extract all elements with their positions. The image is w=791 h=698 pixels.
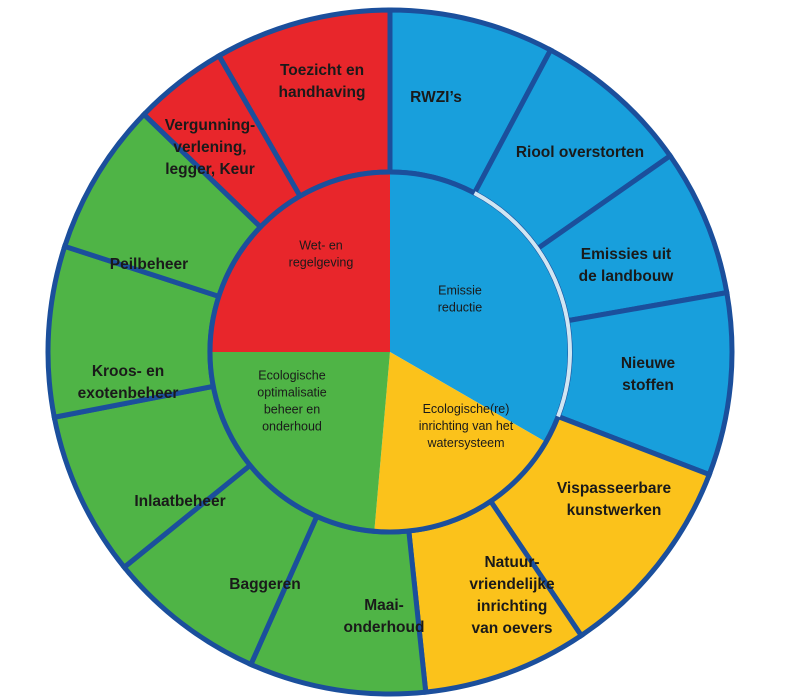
ring-dividers — [46, 8, 734, 696]
outer-label-baggeren-line: Baggeren — [229, 576, 301, 593]
outer-label-toezicht-line: Toezicht en — [280, 62, 364, 79]
outer-label-vispasseerbare: Vispasseerbare kunstwerken — [557, 480, 672, 519]
inner-label-wet-line: regelgeving — [289, 256, 354, 270]
outer-label-vergunning-line: verlening, — [173, 139, 246, 156]
inner-label-wet-line: Wet- en — [299, 239, 343, 253]
outer-label-vergunning-line: Vergunning- — [165, 117, 255, 134]
outer-label-vispasseerbare-line: kunstwerken — [567, 502, 662, 519]
outer-circle-border — [46, 8, 734, 696]
inner-label-beheer: Ecologische optimalisatie beheer en onderho… — [257, 369, 327, 434]
inner-label-beheer-line: optimalisatie — [257, 386, 327, 400]
outer-label-vergunning: Vergunning-verlening, legger, Keur — [165, 117, 255, 178]
outer-label-peil-line: Peilbeheer — [110, 256, 188, 273]
inner-label-beheer-line: beheer en — [264, 403, 320, 417]
outer-label-kroos: Kroos- en exotenbeheer — [78, 363, 179, 402]
outer-label-riool-line: Riool overstorten — [516, 144, 644, 161]
outer-label-landbouw: Emissies uit de landbouw — [579, 246, 675, 285]
outer-label-oevers: Natuur-vriendelijke inrichting van oevers — [469, 554, 555, 637]
outer-label-oevers-line: van oevers — [472, 620, 553, 637]
outer-label-peil: Peilbeheer — [110, 256, 188, 273]
inner-label-inrichting-line: watersysteem — [426, 436, 504, 450]
outer-label-rwzi: RWZI’s — [410, 89, 462, 106]
outer-label-stoffen: Nieuwe stoffen — [621, 355, 676, 394]
outer-label-oevers-line: inrichting — [477, 598, 548, 615]
inner-label-inrichting-line: Ecologische(re) — [423, 402, 510, 416]
outer-label-kroos-line: exotenbeheer — [78, 385, 179, 402]
outer-label-vispasseerbare-line: Vispasseerbare — [557, 480, 672, 497]
inner-arc-highlight — [473, 191, 572, 418]
outer-label-maai-line: onderhoud — [344, 619, 425, 636]
outer-label-oevers-line: vriendelijke — [469, 576, 555, 593]
outer-label-maai-line: Maai- — [364, 597, 404, 614]
outer-label-landbouw-line: de landbouw — [579, 268, 675, 285]
outer-label-riool: Riool overstorten — [516, 144, 644, 161]
inner-label-beheer-line: onderhoud — [262, 420, 322, 434]
outer-label-rwzi-line: RWZI’s — [410, 89, 462, 106]
outer-label-vergunning-line: legger, Keur — [165, 161, 255, 178]
inner-ring — [210, 172, 571, 533]
outer-label-kroos-line: Kroos- en — [92, 363, 164, 380]
inner-label-inrichting-line: inrichting van het — [419, 419, 514, 433]
outer-label-stoffen-line: stoffen — [622, 377, 674, 394]
inner-sector-emissie — [390, 172, 571, 442]
inner-label-wet: Wet- en regelgeving — [289, 239, 354, 270]
outer-label-maai: Maai-onderhoud — [344, 597, 425, 636]
inner-label-inrichting: Ecologische(re) inrichting van het watersy… — [419, 402, 514, 450]
outer-label-inlaat: Inlaatbeheer — [134, 493, 225, 510]
outer-label-toezicht: Toezicht en handhaving — [279, 62, 366, 101]
outer-label-oevers-line: Natuur- — [484, 554, 539, 571]
inner-label-beheer-line: Ecologische — [258, 369, 325, 383]
inner-label-emissie: Emissie reductie — [438, 284, 483, 315]
outer-label-inlaat-line: Inlaatbeheer — [134, 493, 225, 510]
outer-label-stoffen-line: Nieuwe — [621, 355, 676, 372]
outer-label-landbouw-line: Emissies uit — [581, 246, 671, 263]
inner-label-emissie-line: reductie — [438, 301, 483, 315]
outer-label-toezicht-line: handhaving — [279, 84, 366, 101]
inner-sector-inrichting — [374, 352, 546, 533]
inner-label-emissie-line: Emissie — [438, 284, 482, 298]
inner-sector-beheer — [210, 352, 390, 532]
outer-label-baggeren: Baggeren — [229, 576, 301, 593]
inner-sector-wet — [210, 172, 390, 352]
